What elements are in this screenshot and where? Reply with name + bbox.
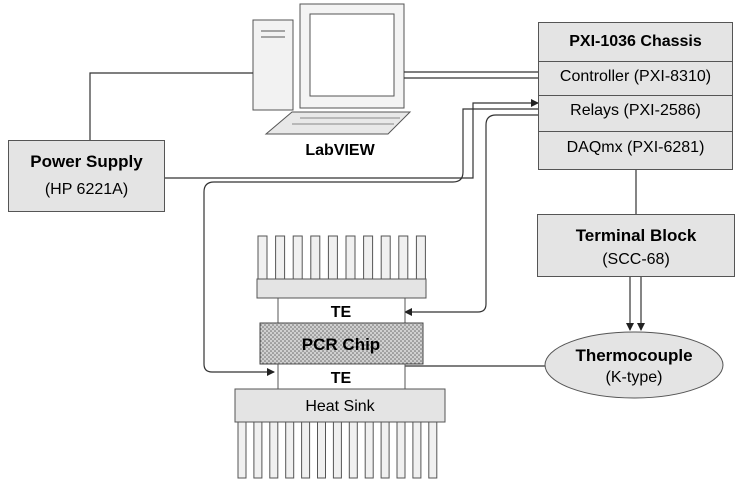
connection-lines	[89, 71, 645, 376]
heat-sink-fin	[412, 421, 422, 479]
thermocouple-title: Thermocouple	[575, 346, 692, 365]
heat-sink-fin	[380, 235, 391, 280]
top-fins	[257, 235, 426, 280]
computer-icon	[252, 3, 412, 135]
thermocouple-ellipse	[544, 331, 724, 399]
chassis-title: PXI-1036 Chassis	[569, 33, 702, 50]
power-to-pc-line	[89, 72, 253, 140]
terminal-block-box: Terminal Block (SCC-68)	[537, 214, 735, 277]
heat-sink-fin	[237, 421, 247, 479]
pcr-chip-box	[259, 322, 424, 365]
terminal-block-title: Terminal Block	[575, 226, 697, 245]
power-supply-box: Power Supply (HP 6221A)	[8, 140, 165, 212]
heat-sink-base	[234, 388, 446, 423]
terminal-block-model: (SCC-68)	[602, 251, 670, 268]
heat-sink-label: Heat Sink	[305, 398, 375, 415]
te-bottom-box	[277, 363, 406, 390]
chassis-row-controller	[539, 61, 732, 62]
heat-sink-fin	[348, 421, 358, 479]
heat-sink-fin	[257, 235, 268, 280]
heat-sink-fin	[301, 421, 311, 479]
thermocouple-type: (K-type)	[606, 369, 663, 386]
labview-label: LabVIEW	[305, 142, 375, 159]
pcr-chip-label: PCR Chip	[302, 335, 380, 354]
te-top-label: TE	[331, 304, 352, 321]
daq-label: DAQmx (PXI-6281)	[566, 139, 705, 156]
chassis-divider-3	[539, 131, 732, 132]
power-to-relays-line	[165, 99, 539, 179]
relays-label: Relays (PXI-2586)	[570, 102, 701, 119]
controller-label: Controller (PXI-8310)	[559, 68, 712, 85]
bottom-fins	[237, 421, 438, 479]
heat-sink-fin	[428, 421, 438, 479]
heat-sink-fin	[317, 421, 326, 479]
te-bottom-label: TE	[331, 370, 352, 387]
heat-sink-fin	[285, 421, 295, 479]
power-supply-model: (HP 6221A)	[44, 181, 129, 198]
heat-sink-fin	[364, 421, 374, 479]
heat-sink-fin	[253, 421, 263, 479]
heat-sink-fin	[269, 421, 279, 479]
relays-to-bottom-te-line	[203, 108, 538, 376]
heat-sink-fin	[327, 235, 338, 280]
heat-sink-fin	[310, 235, 321, 280]
te-top-box	[277, 297, 406, 324]
heat-sink-fin	[292, 235, 303, 280]
heat-sink-fin	[363, 235, 374, 280]
heat-sink-fin	[275, 235, 286, 280]
heat-sink-fin	[415, 235, 426, 280]
heat-sink-fin	[398, 235, 409, 280]
relays-to-top-te-line	[404, 114, 538, 316]
chassis-divider-2	[539, 95, 732, 96]
heat-sink-fin	[380, 421, 390, 479]
heat-sink-fin	[345, 235, 356, 280]
heat-sink-fin	[332, 421, 342, 479]
power-supply-title: Power Supply	[30, 152, 143, 171]
heat-sink-fin	[396, 421, 406, 479]
top-heat-sink-base	[256, 278, 427, 299]
pxi-chassis: PXI-1036 Chassis Controller (PXI-8310) R…	[538, 22, 733, 170]
